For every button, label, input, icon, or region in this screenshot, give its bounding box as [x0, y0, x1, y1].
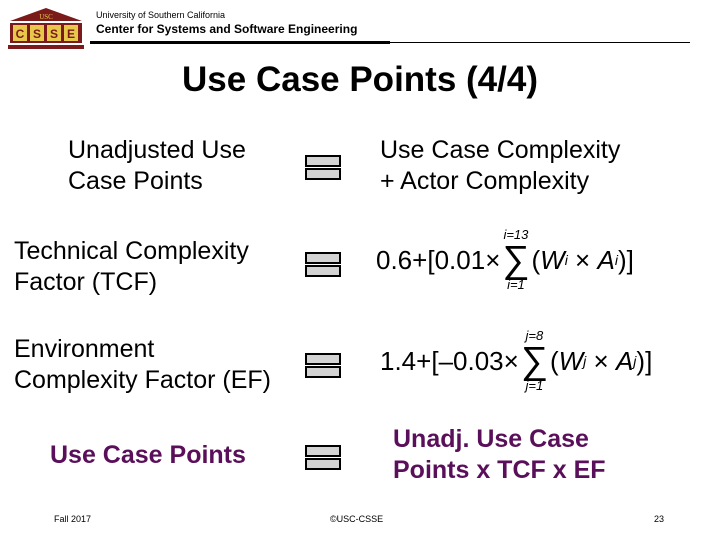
ucp-complexity-definition: Use Case Complexity+ Actor Complexity: [380, 136, 621, 195]
center-name: Center for Systems and Software Engineer…: [96, 22, 358, 36]
header-rule-thin: [390, 42, 690, 43]
svg-text:USC: USC: [39, 13, 53, 21]
summation-icon: j=8∑j=1: [520, 328, 548, 393]
equals-icon: [305, 155, 341, 181]
summation-icon: i=13∑i=1: [502, 227, 530, 292]
svg-text:E: E: [67, 27, 75, 41]
footer-copyright: ©USC-CSSE: [330, 514, 384, 524]
ucp-label: Use Case Points: [50, 441, 246, 469]
header-rule: [90, 41, 390, 44]
equals-icon: [305, 353, 341, 379]
equals-icon: [305, 252, 341, 278]
svg-text:S: S: [33, 27, 41, 41]
svg-text:C: C: [16, 27, 25, 41]
svg-text:S: S: [50, 27, 58, 41]
page-number: 23: [654, 514, 665, 524]
footer-term: Fall 2017: [54, 514, 92, 524]
equals-icon: [305, 445, 341, 471]
university-name: University of Southern California: [96, 10, 226, 20]
usc-csse-logo: USC C S S E: [6, 6, 86, 52]
slide-title: Use Case Points (4/4): [182, 60, 538, 99]
